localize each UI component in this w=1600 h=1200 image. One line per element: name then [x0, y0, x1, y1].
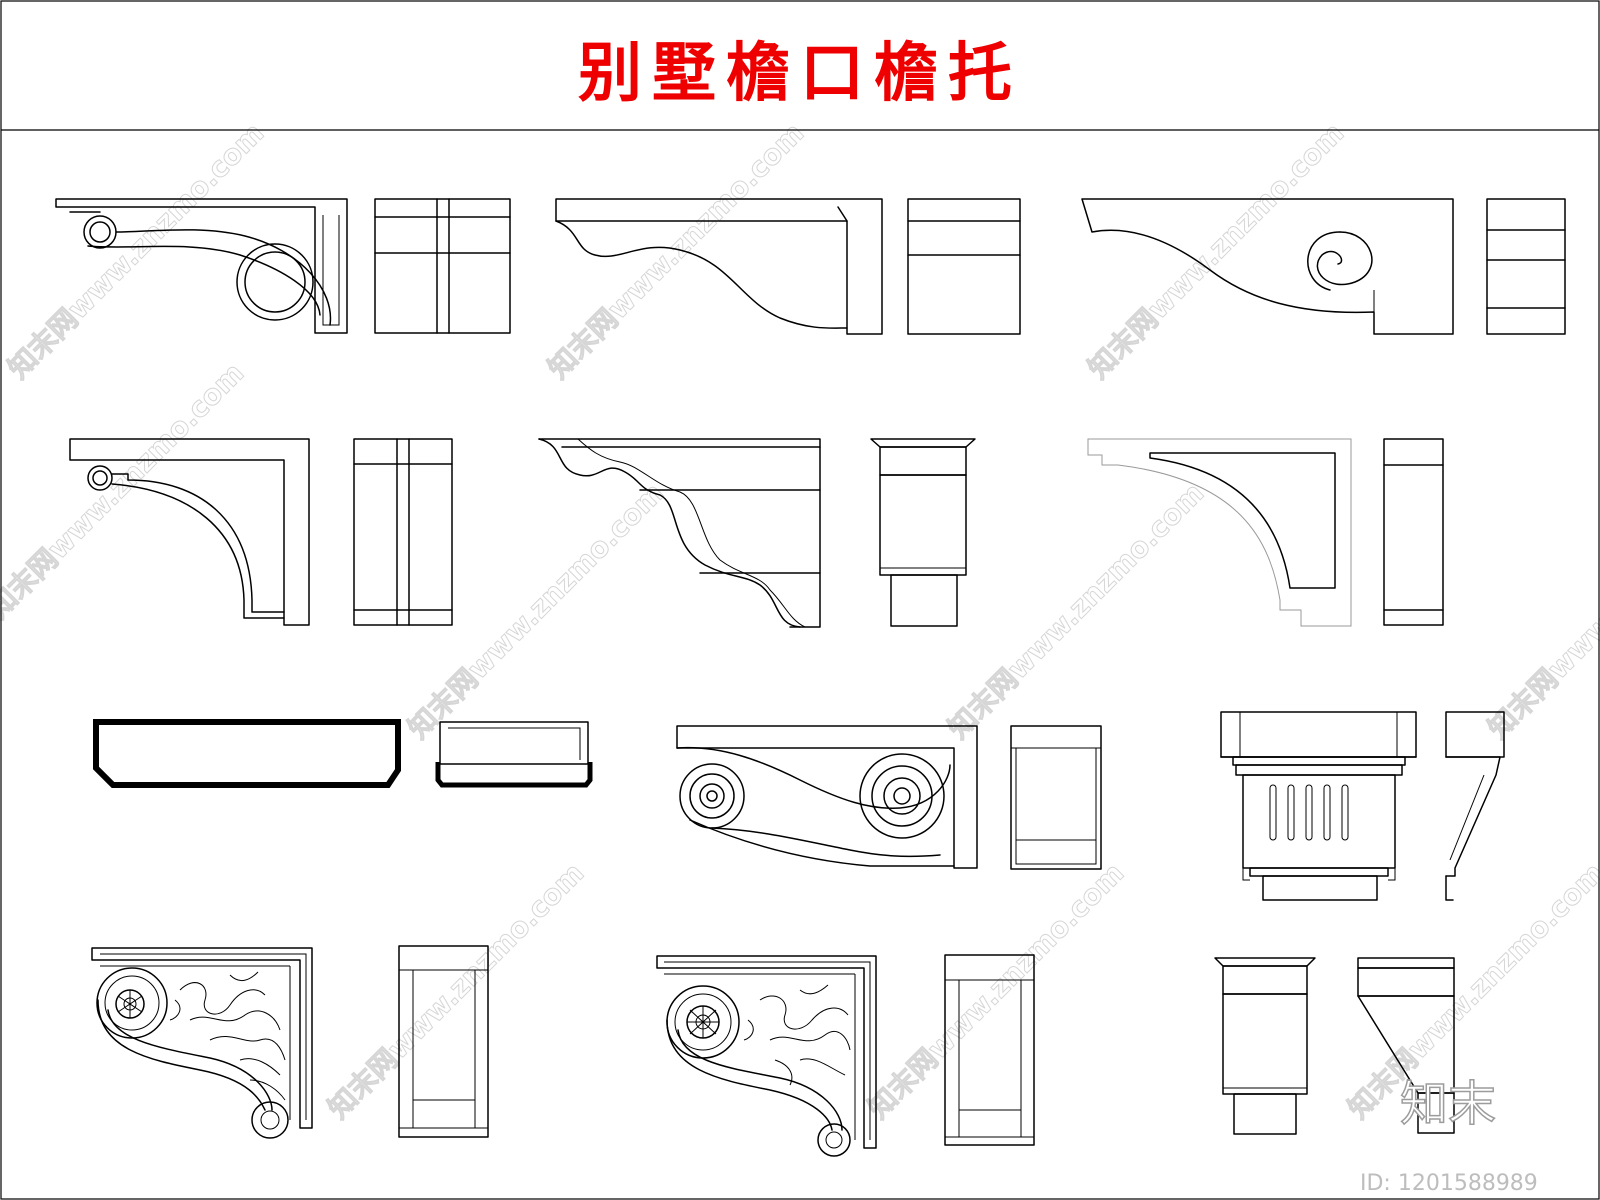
volute-bracket-front: [1486, 198, 1566, 335]
watermark-id: ID: 1201588989: [1360, 1171, 1538, 1196]
watermark-9: 知末网www.znzmo.com: [862, 856, 1131, 1125]
ornate-bracket-1-front: [398, 945, 489, 1138]
watermark-8: 知末网www.znzmo.com: [322, 856, 591, 1125]
watermark-1: 知末网www.znzmo.com: [2, 116, 271, 385]
column-corbel-front: [1214, 957, 1316, 1135]
page-title: 别墅檐口檐托: [578, 36, 1022, 111]
double-scroll-corbel-elevation: [676, 725, 978, 869]
watermark-6: 知末网www.znzmo.com: [942, 476, 1211, 745]
volute-bracket-elevation: [1081, 198, 1454, 335]
stepped-bracket-elevation: [1087, 438, 1352, 627]
fluted-corbel-side: [1445, 711, 1505, 901]
scroll-bracket-1-front: [374, 198, 511, 334]
curve-bracket-elevation: [69, 438, 310, 626]
gutter-section-large: [93, 719, 401, 788]
double-scroll-corbel-front: [1010, 725, 1102, 870]
column-corbel-side: [1357, 957, 1455, 1134]
watermark-2: 知末网www.znzmo.com: [542, 116, 811, 385]
wave-bracket-front: [907, 198, 1021, 335]
cornice-profile-front: [870, 438, 976, 627]
ornate-bracket-2-front: [944, 954, 1035, 1146]
scroll-bracket-1-elevation: [55, 198, 348, 334]
gutter-section-small: [435, 721, 593, 788]
cornice-profile-elevation: [538, 438, 821, 628]
stepped-bracket-front: [1383, 438, 1444, 626]
curve-bracket-front: [353, 438, 453, 626]
fluted-corbel-front: [1220, 711, 1417, 901]
wave-bracket-elevation: [555, 198, 883, 335]
watermark-7: 知末网www.znzmo.com: [1482, 476, 1600, 745]
ornate-bracket-2-elevation: [656, 955, 877, 1157]
watermark-4: 知末网www.znzmo.com: [0, 356, 250, 625]
ornate-bracket-1-elevation: [91, 947, 313, 1139]
watermark-logo: 知末: [1400, 1076, 1496, 1132]
